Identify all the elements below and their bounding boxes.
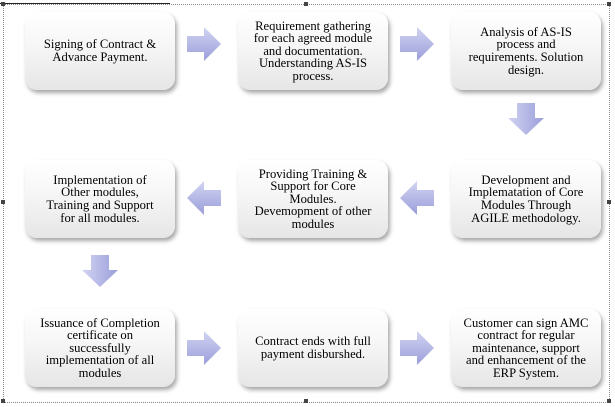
arrow-right-icon [187,27,221,61]
step-box-5: Providing Training & Support for Core Mo… [238,160,388,238]
arrow-down-icon [82,255,118,287]
step-text-4: Development and Implematation of Core Mo… [468,172,584,225]
step-box-1: Signing of Contract & Advance Payment. [25,12,175,90]
step-text-1: Signing of Contract & Advance Payment. [43,37,157,64]
selection-handle[interactable] [607,200,611,204]
selection-handle[interactable] [304,2,308,6]
arrow-down-icon [508,103,544,135]
selection-handle[interactable] [1,2,5,6]
arrow-left-icon [187,181,221,215]
step-text-3: Analysis of AS-IS process and requiremen… [468,24,584,77]
arrow-right-icon [400,331,434,365]
arrow-left-icon [400,181,434,215]
step-text-2: Requirement gathering for each agreed mo… [253,18,373,83]
header-fragment: ... ... ...... [0,0,180,5]
selection-handle[interactable] [1,200,5,204]
step-text-7: Issuance of Completion certificate on su… [40,315,160,380]
step-box-3: Analysis of AS-IS process and requiremen… [451,12,601,90]
step-box-6: Implementation of Other modules, Trainin… [25,160,175,238]
step-text-9: Customer can sign AMC contract for regul… [463,315,589,380]
selection-handle[interactable] [607,399,611,403]
arrow-right-icon [187,331,221,365]
step-text-6: Implementation of Other modules, Trainin… [46,172,154,225]
selection-handle[interactable] [607,2,611,6]
step-box-2: Requirement gathering for each agreed mo… [238,12,388,90]
step-box-4: Development and Implematation of Core Mo… [451,160,601,238]
arrow-right-icon [400,27,434,61]
selection-handle[interactable] [304,399,308,403]
step-text-5: Providing Training & Support for Core Mo… [254,166,372,231]
step-box-8: Contract ends with full payment disbursh… [238,309,388,387]
step-box-9: Customer can sign AMC contract for regul… [451,309,601,387]
step-box-7: Issuance of Completion certificate on su… [25,309,175,387]
step-text-8: Contract ends with full payment disbursh… [255,334,371,361]
header-text: ... ... ...... [0,0,170,4]
selection-handle[interactable] [1,399,5,403]
